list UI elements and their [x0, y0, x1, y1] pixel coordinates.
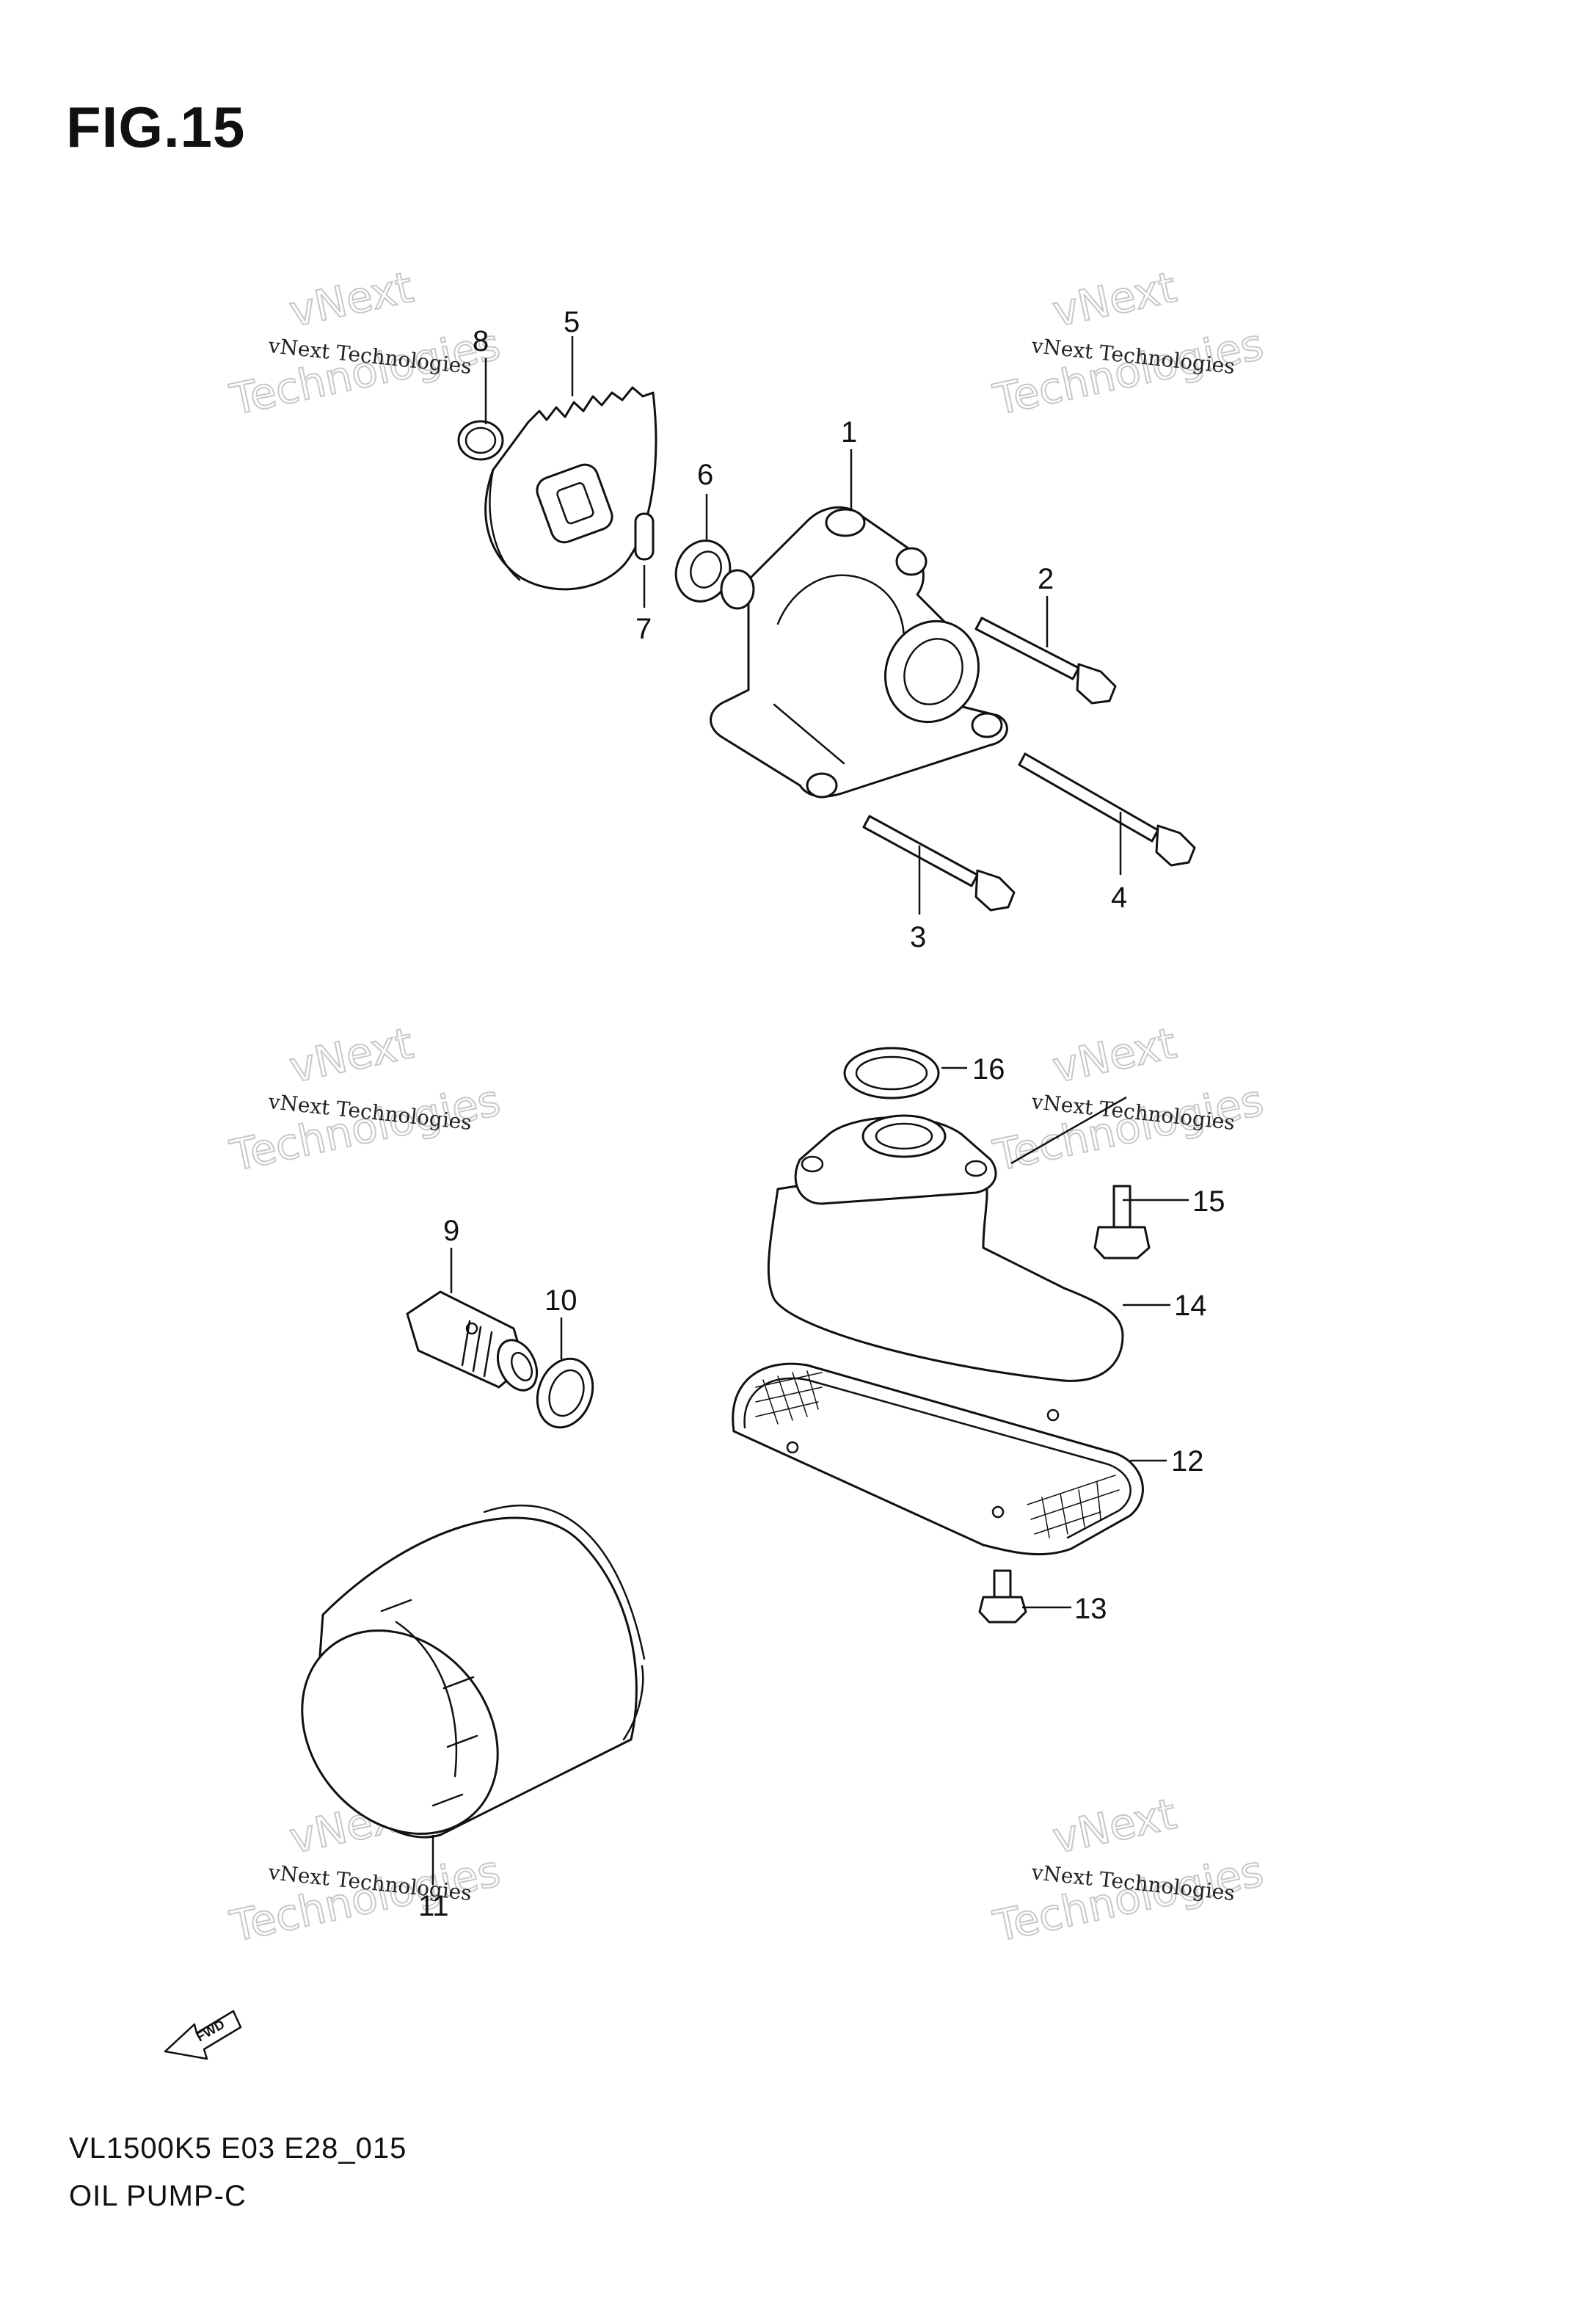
strainer-screen-icon — [732, 1362, 1167, 1556]
section-name: OIL PUMP-C — [69, 2180, 247, 2212]
callout-16: 16 — [972, 1053, 1005, 1086]
callout-13: 13 — [1074, 1593, 1107, 1625]
gear-icon — [484, 336, 657, 591]
oil-filter-icon — [301, 1504, 646, 1885]
watermark-top-left: vNext Technologies vNext Technologies — [225, 261, 506, 426]
oil-pump-housing-icon — [710, 449, 1008, 799]
model-code: VL1500K5 E03 E28_015 — [69, 2132, 407, 2164]
callout-5: 5 — [564, 306, 580, 338]
watermark-mid-right: vNext Technologies vNext Technologies — [988, 1017, 1269, 1182]
o-ring-icon — [843, 1047, 967, 1099]
callout-8: 8 — [473, 325, 489, 357]
callout-4: 4 — [1111, 881, 1127, 914]
forward-direction-icon: FWD — [164, 2010, 242, 2060]
bolt-icon — [1093, 1185, 1189, 1259]
watermark-big-1: vNext — [1049, 262, 1181, 337]
callout-9: 9 — [443, 1215, 459, 1247]
valve-plug-icon — [406, 1248, 539, 1392]
watermark-mid-left: vNext Technologies vNext Technologies — [225, 1017, 506, 1182]
callout-1: 1 — [841, 416, 857, 448]
callout-2: 2 — [1038, 563, 1054, 595]
pin-icon — [634, 512, 655, 608]
watermark-big-1: vNext — [285, 262, 418, 337]
callout-6: 6 — [697, 459, 713, 491]
callout-15: 15 — [1192, 1185, 1225, 1218]
callout-12: 12 — [1171, 1445, 1204, 1477]
bolt-icon — [978, 1569, 1071, 1624]
callout-3: 3 — [910, 921, 926, 953]
callout-10: 10 — [544, 1284, 577, 1317]
o-ring-icon — [536, 1317, 594, 1429]
callout-14: 14 — [1174, 1290, 1207, 1322]
circlip-icon — [457, 358, 504, 461]
watermark-bottom-right: vNext Technologies vNext Technologies — [988, 1788, 1269, 1952]
watermark-big-1: vNext — [1049, 1018, 1181, 1093]
callout-11: 11 — [418, 1890, 449, 1922]
bolt-icon — [1018, 752, 1196, 875]
bolt-icon — [974, 596, 1117, 705]
watermark-big-1: vNext — [285, 1018, 418, 1093]
strainer-cover-icon — [767, 1096, 1170, 1382]
watermark-big-1: vNext — [1049, 1789, 1181, 1864]
bolt-icon — [862, 815, 1016, 915]
callout-7: 7 — [635, 613, 652, 645]
watermark-top-right: vNext Technologies vNext Technologies — [988, 261, 1269, 426]
figure-title: FIG.15 — [66, 95, 246, 159]
